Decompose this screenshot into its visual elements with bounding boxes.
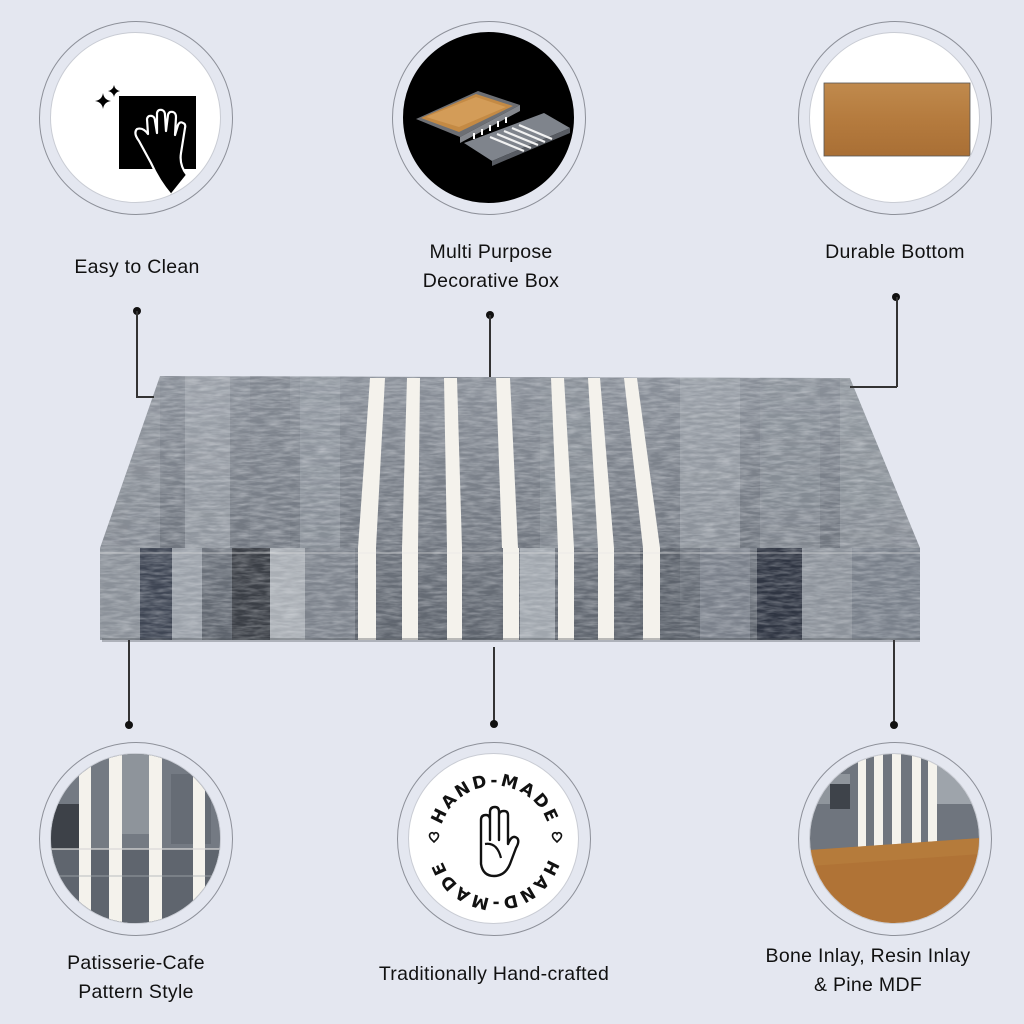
label-line: & Pine MDF (813, 974, 923, 996)
connector-dot (890, 721, 898, 729)
feature-ring (798, 21, 992, 215)
label-line: Durable Bottom (825, 241, 965, 263)
feature-disc (50, 32, 221, 203)
feature-label-durable-bottom: Durable Bottom (825, 238, 965, 267)
connector-line (850, 386, 897, 388)
feature-disc: HAND-MADE HAND-MADE (408, 753, 579, 924)
feature-disc (403, 32, 574, 203)
svg-text:HAND-MADE: HAND-MADE (428, 857, 563, 913)
feature-disc (50, 753, 221, 924)
connector-line (493, 647, 495, 723)
label-line: Bone Inlay, Resin Inlay (765, 945, 971, 967)
feature-ring (39, 742, 233, 936)
box-lid-top (100, 376, 920, 548)
svg-text:HAND-MADE: HAND-MADE (428, 771, 563, 827)
label-line: Easy to Clean (74, 256, 200, 278)
box-front (100, 548, 920, 640)
feature-ring: HAND-MADE HAND-MADE (397, 742, 591, 936)
hand-made-badge-icon: HAND-MADE HAND-MADE (428, 771, 563, 913)
badge-text-top: HAND-MADE (428, 771, 560, 827)
connector-dot (490, 720, 498, 728)
label-line: Multi Purpose (429, 241, 553, 263)
feature-ring (39, 21, 233, 215)
label-line: Decorative Box (422, 270, 560, 292)
feature-disc (809, 32, 980, 203)
wood-bottom-photo (823, 82, 971, 157)
connector-line (489, 315, 491, 377)
label-line: Pattern Style (78, 981, 194, 1003)
connector-dot (125, 721, 133, 729)
feature-ring (392, 21, 586, 215)
connector-line (128, 640, 130, 724)
badge-text-bottom: HAND-MADE (428, 857, 563, 913)
connector-line (896, 297, 898, 387)
feature-label-pattern-style: Patisserie-Cafe Pattern Style (67, 949, 205, 1007)
feature-label-materials: Bone Inlay, Resin Inlay & Pine MDF (766, 942, 971, 1000)
feature-label-hand-crafted: Traditionally Hand-crafted (379, 960, 609, 989)
open-box-photo (416, 91, 570, 166)
label-line: Patisserie-Cafe (67, 952, 205, 974)
stripe-pattern-closeup (51, 754, 220, 923)
material-closeup (810, 754, 979, 923)
feature-ring (798, 742, 992, 936)
label-line: Traditionally Hand-crafted (378, 963, 610, 985)
feature-label-easy-clean: Easy to Clean (74, 253, 199, 282)
connector-line (893, 640, 895, 724)
connector-line (136, 311, 138, 397)
feature-label-multi-purpose: Multi Purpose Decorative Box (423, 238, 559, 296)
feature-disc (809, 753, 980, 924)
cloth-wipe-hand-icon (95, 85, 196, 197)
connector-line (136, 396, 154, 398)
